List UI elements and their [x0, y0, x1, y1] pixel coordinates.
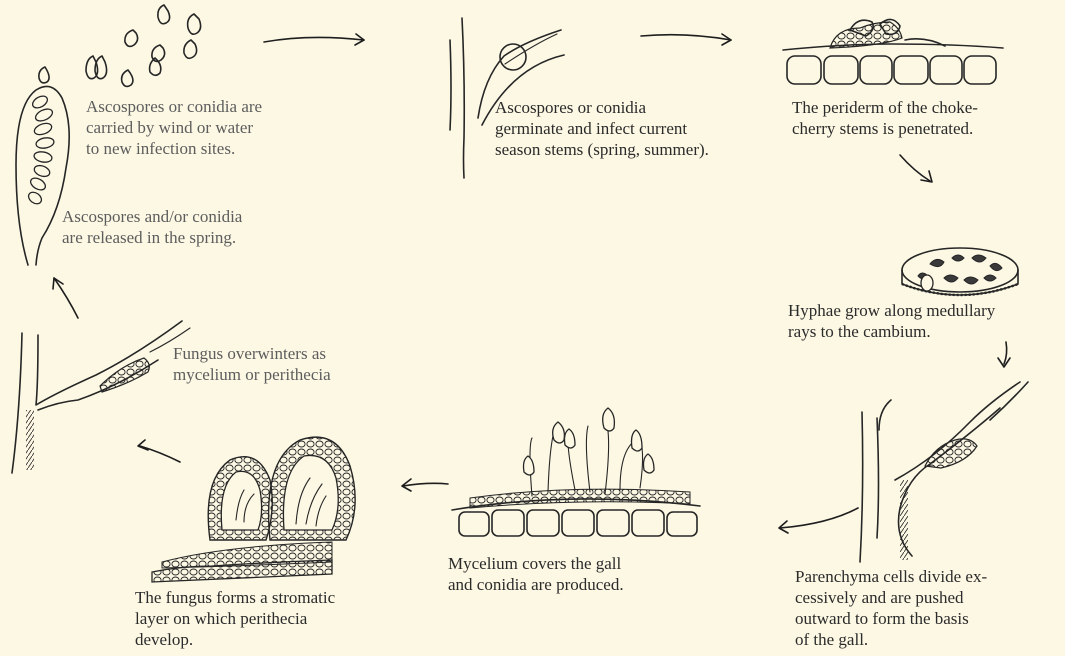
- periderm-illustration: [783, 19, 1003, 84]
- caption-dispersal: Ascospores or conidia are carried by win…: [86, 96, 262, 159]
- caption-parenchyma: Parenchyma cells divide ex- cessively an…: [795, 566, 987, 650]
- caption-overwinter: Fungus overwinters as mycelium or perith…: [173, 343, 331, 385]
- mycelium-conidia-illustration: [452, 408, 700, 536]
- gall-forming-illustration: [860, 382, 1028, 562]
- overwintering-stem-illustration: [12, 321, 190, 473]
- spores-illustration: [39, 5, 201, 86]
- caption-hyphae: Hyphae grow along medullary rays to the …: [788, 300, 995, 342]
- caption-mycelium: Mycelium covers the gall and conidia are…: [448, 553, 624, 595]
- stroma-perithecia-illustration: [152, 437, 355, 582]
- caption-stroma: The fungus forms a stromatic layer on wh…: [135, 587, 335, 650]
- stem-cross-section-illustration: [902, 248, 1018, 295]
- caption-germination: Ascospores or conidia germinate and infe…: [495, 97, 709, 160]
- caption-release: Ascospores and/or conidia are released i…: [62, 206, 242, 248]
- caption-penetration: The periderm of the choke- cherry stems …: [792, 97, 978, 139]
